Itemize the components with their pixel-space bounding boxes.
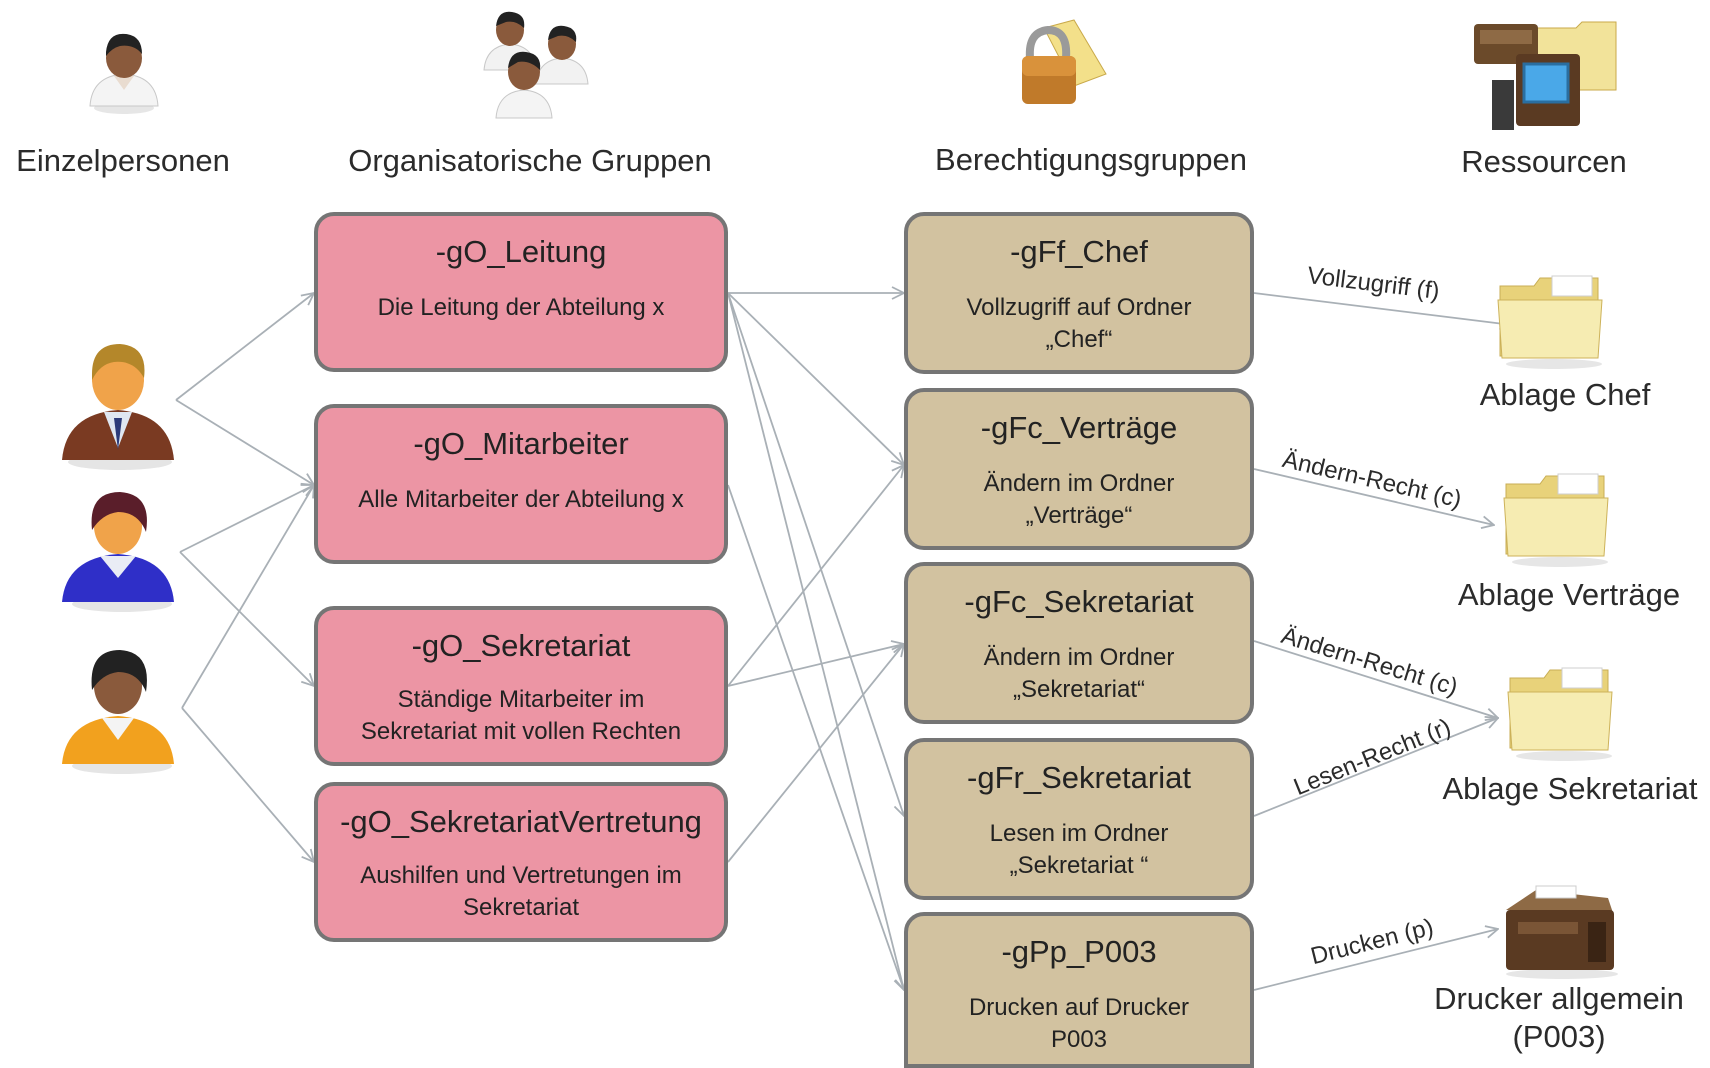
header-resources: Ressourcen [1461, 144, 1627, 179]
header-persons: Einzelpersonen [16, 143, 230, 178]
perm-group-title: -gFc_Verträge [980, 410, 1178, 445]
org-group-title: -gO_SekretariatVertretung [340, 804, 702, 839]
perm-group-desc: Ändern im Ordner „Sekretariat“ [983, 644, 1175, 703]
printer-icon [1496, 876, 1626, 980]
resource-label-chef: Ablage Chef [1479, 377, 1651, 412]
org-group-sekretariat-vertretung[interactable]: -gO_SekretariatVertretung Aushilfen und … [314, 782, 728, 942]
perm-group-p003[interactable]: -gPp_P003 Drucken auf Drucker P003 [904, 912, 1254, 1068]
org-group-title: -gO_Leitung [435, 234, 607, 269]
perm-group-sekretariat-change[interactable]: -gFc_Sekretariat Ändern im Ordner „Sekre… [904, 562, 1254, 724]
header-perm-groups: Berechtigungsgruppen [935, 142, 1247, 177]
org-group-leitung[interactable]: -gO_Leitung Die Leitung der Abteilung x [314, 212, 728, 372]
perm-group-title: -gPp_P003 [1001, 934, 1157, 969]
person-boss-icon [58, 330, 176, 470]
person-employee-icon [60, 482, 178, 612]
org-group-desc: Ständige Mitarbeiter im Sekretariat mit … [360, 686, 682, 745]
person-secretary-icon [60, 640, 178, 775]
resources-icon [1466, 14, 1626, 134]
resource-label-sekretariat: Ablage Sekretariat [1442, 771, 1698, 806]
perm-group-chef[interactable]: -gFf_Chef Vollzugriff auf Ordner „Chef“ [904, 212, 1254, 374]
org-group-sekretariat[interactable]: -gO_Sekretariat Ständige Mitarbeiter im … [314, 606, 728, 766]
perm-group-desc: Drucken auf Drucker P003 [968, 994, 1190, 1053]
folder-icon [1504, 664, 1618, 762]
resource-label-printer: Drucker allgemein (P003) [1434, 981, 1684, 1054]
perm-group-desc: Lesen im Ordner „Sekretariat “ [989, 820, 1169, 879]
org-group-mitarbeiter[interactable]: -gO_Mitarbeiter Alle Mitarbeiter der Abt… [314, 404, 728, 564]
person-icon [84, 26, 164, 116]
org-group-title: -gO_Mitarbeiter [413, 426, 629, 461]
perm-group-desc: Vollzugriff auf Ordner „Chef“ [966, 294, 1192, 353]
org-group-title: -gO_Sekretariat [411, 628, 631, 663]
resource-label-vertraege: Ablage Verträge [1457, 577, 1681, 612]
org-group-desc: Die Leitung der Abteilung x [377, 294, 665, 321]
org-group-desc: Alle Mitarbeiter der Abteilung x [358, 486, 684, 513]
lock-folder-icon [1014, 14, 1114, 114]
perm-group-title: -gFr_Sekretariat [967, 760, 1191, 795]
perm-group-title: -gFc_Sekretariat [964, 584, 1194, 619]
perm-group-title: -gFf_Chef [1010, 234, 1148, 269]
folder-icon [1494, 272, 1608, 370]
perm-group-sekretariat-read[interactable]: -gFr_Sekretariat Lesen im Ordner „Sekret… [904, 738, 1254, 900]
header-org-groups: Organisatorische Gruppen [348, 143, 712, 178]
folder-icon [1500, 470, 1614, 568]
org-group-desc: Aushilfen und Vertretungen im Sekretaria… [360, 862, 682, 921]
group-icon [482, 6, 592, 126]
perm-group-desc: Ändern im Ordner „Verträge“ [983, 470, 1175, 529]
perm-group-vertraege[interactable]: -gFc_Verträge Ändern im Ordner „Verträge… [904, 388, 1254, 550]
